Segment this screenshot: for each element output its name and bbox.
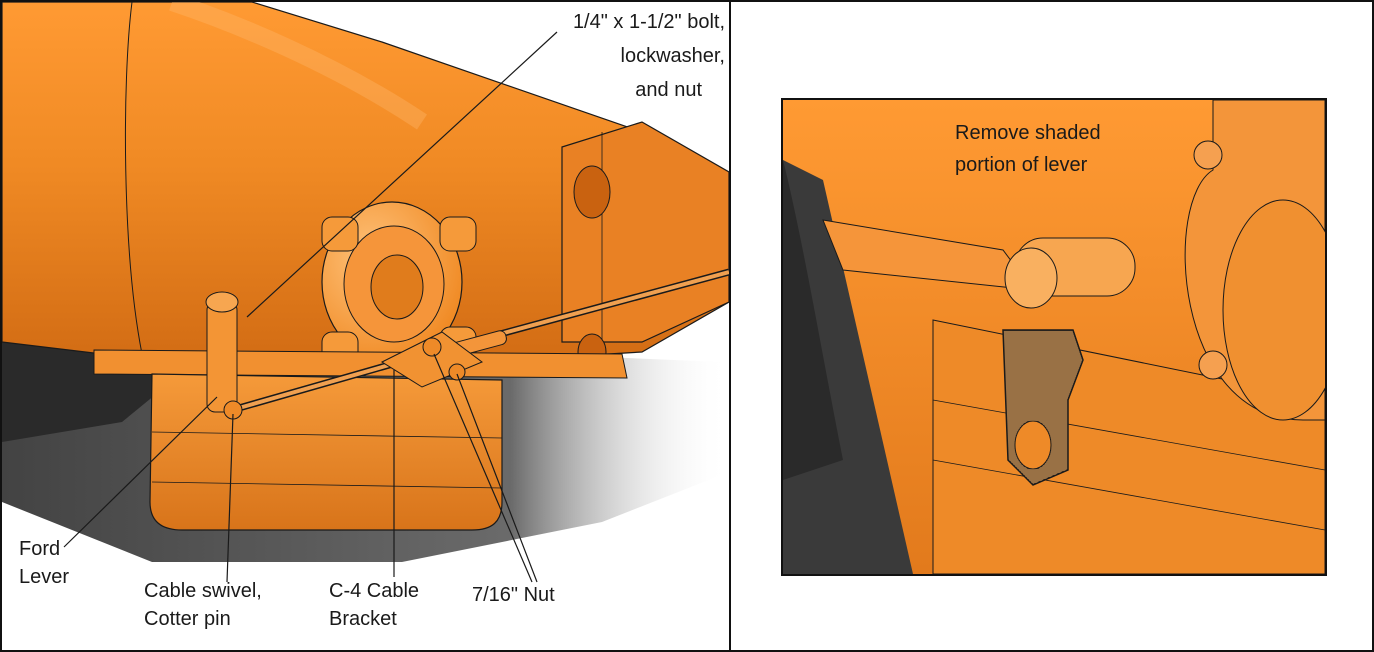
bolt-label-line1: 1/4" x 1-1/2" bolt, [572, 11, 725, 33]
bolt-label-line3: and nut [635, 79, 702, 101]
nut-label: 7/16" Nut [472, 584, 555, 606]
lever-detail-illustration [783, 100, 1325, 574]
lever-detail-inset: Remove shaded portion of lever [781, 98, 1327, 576]
transmission-illustration [2, 2, 729, 583]
bolt-label-line2: lockwasher, [620, 45, 726, 67]
remove-label-line2: portion of lever [955, 154, 1088, 176]
cable-bracket-label-line2: Bracket [329, 608, 397, 630]
leader-lines [63, 31, 558, 583]
transmission-assembly-view: 1/4" x 1-1/2" bolt, lockwasher, and nut … [2, 2, 729, 650]
cable-swivel-label-line1: Cable swivel, [144, 580, 262, 602]
panel-divider [729, 0, 731, 652]
cable-bracket-label-line1: C-4 Cable [329, 580, 420, 602]
remove-label-line1: Remove shaded [955, 122, 1101, 144]
cable-swivel-label-line2: Cotter pin [144, 608, 231, 630]
ford-lever-label-line2: Lever [19, 566, 70, 588]
ford-lever-label-line1: Ford [19, 538, 61, 560]
